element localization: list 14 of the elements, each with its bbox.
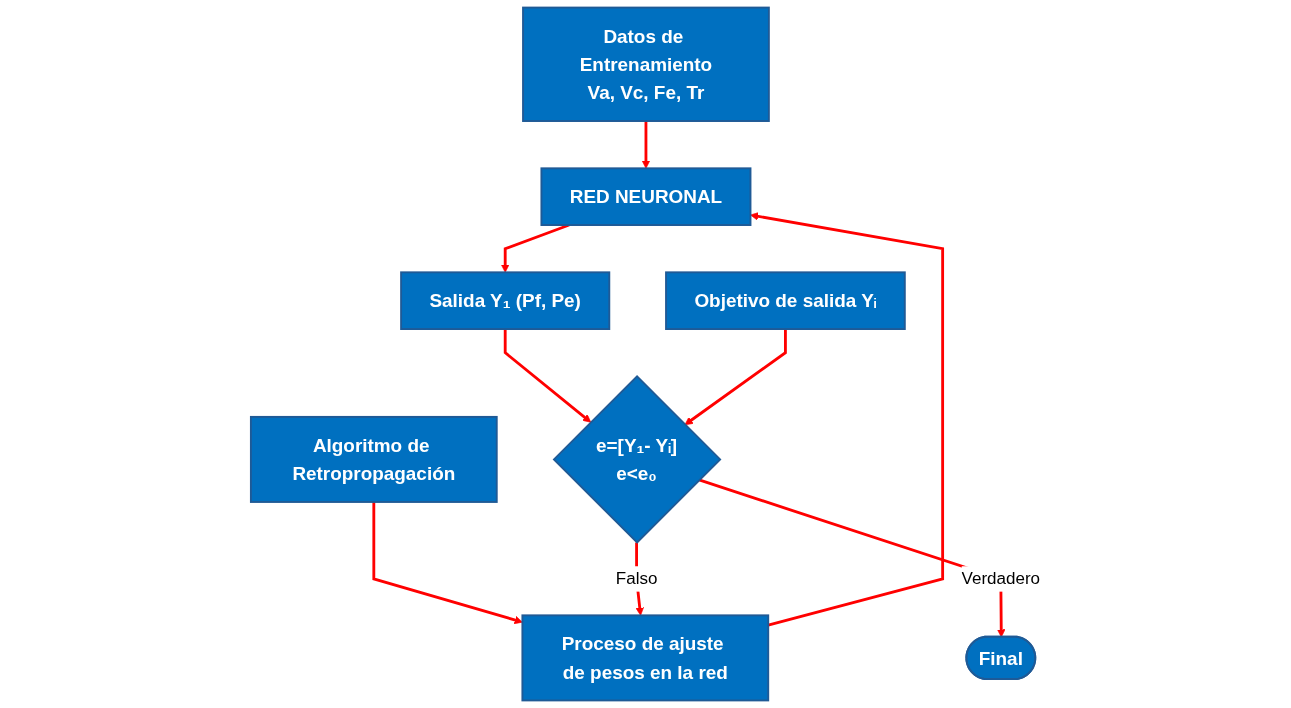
edge-label: Falso: [615, 569, 658, 588]
arrow: [684, 329, 787, 426]
node-box: Algoritmo de Retropropagación: [249, 415, 498, 503]
arrow: [372, 502, 523, 625]
node-box: Salida Y₁ (Pf, Pe): [400, 271, 611, 330]
node-box: Datos de Entrenamiento Va, Vc, Fe, Tr: [522, 6, 770, 122]
arrow: [641, 121, 651, 169]
edge-label: Verdadero: [961, 569, 1041, 588]
arrow: [503, 329, 592, 423]
node-box: Proceso de ajuste de pesos en la red: [521, 614, 770, 702]
node-diamond: e=[Y₁- Yᵢ] e<e₀: [552, 375, 722, 544]
node-box: RED NEURONAL: [540, 167, 752, 226]
node-box: Objetivo de salida Yᵢ: [665, 271, 906, 330]
arrow: [750, 212, 945, 627]
